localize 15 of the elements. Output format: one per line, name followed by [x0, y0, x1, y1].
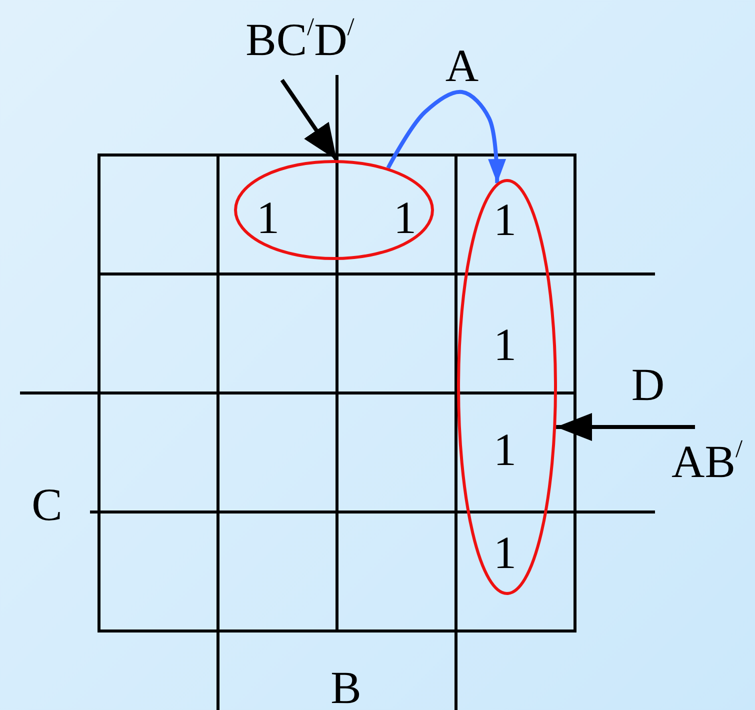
variable-label: A — [445, 43, 479, 89]
variable-label: B — [330, 665, 362, 710]
arrow — [280, 78, 338, 162]
term-label: AB$^{/}$ — [672, 439, 742, 485]
cell-value: 1 — [256, 195, 280, 241]
cell-value: 1 — [494, 530, 516, 576]
variable-label: C — [32, 482, 62, 528]
arrow — [556, 413, 695, 442]
cell-value: 1 — [494, 427, 516, 473]
cell-value: 1 — [494, 197, 516, 243]
cell-value: 1 — [394, 195, 416, 241]
arrow — [386, 90, 506, 184]
cell-value: 1 — [494, 322, 516, 368]
variable-label: D — [631, 362, 665, 408]
term-label: BC$^{/}$D$^{/}$ — [246, 17, 354, 63]
